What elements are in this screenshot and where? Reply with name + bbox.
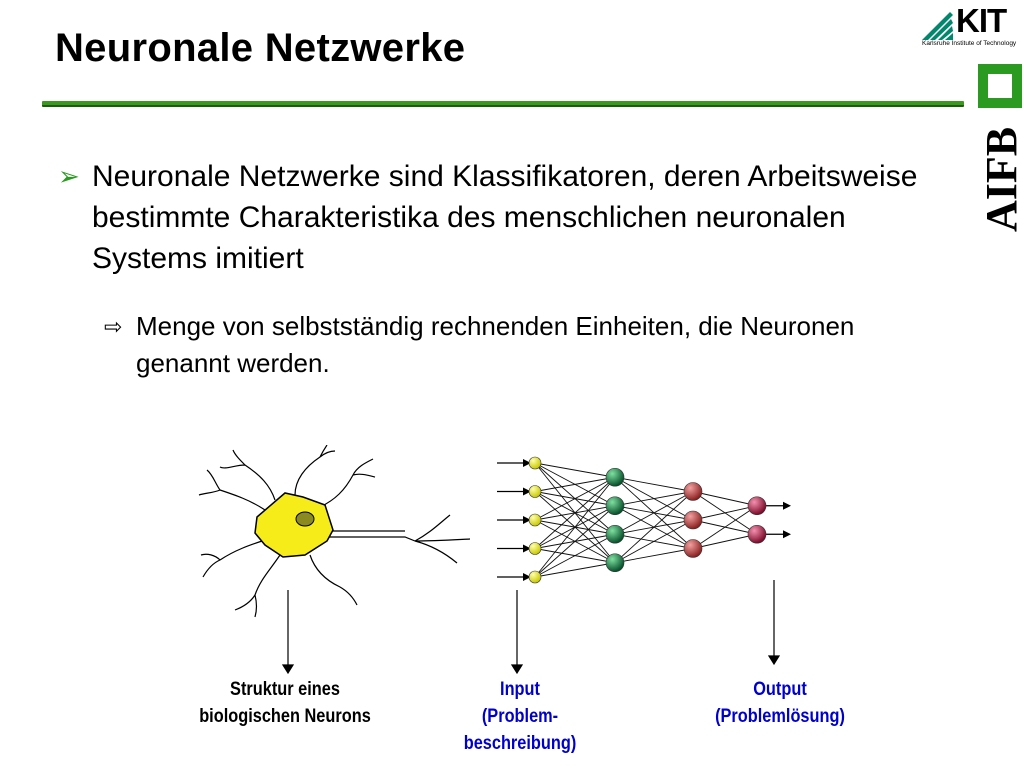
caption-neuron: Struktur eines biologischen Neurons [169, 676, 401, 730]
connection-line [534, 533, 616, 578]
kit-logo-text: KIT [956, 2, 1007, 39]
kit-logo-icon [922, 12, 953, 40]
neuron-nucleus [295, 511, 315, 527]
bullet-level2: ⇨ Menge von selbstständig rechnenden Ein… [104, 308, 944, 382]
caption-input-line1: Input [500, 679, 540, 700]
neuron-network-diagram [198, 445, 791, 675]
title-divider [42, 101, 964, 107]
hollow-arrow-bullet-icon: ⇨ [104, 314, 123, 339]
caption-pointers [281, 580, 781, 675]
hidden2-node [683, 482, 703, 501]
connection-line [692, 533, 758, 549]
connection-line [614, 491, 694, 535]
caption-neuron-line1: Struktur eines [230, 679, 340, 700]
caption-input-line3: beschreibung) [463, 733, 577, 754]
hidden2-node [683, 510, 703, 530]
input-arrowhead [523, 544, 531, 553]
connection-line [614, 491, 694, 564]
input-arrowhead [523, 516, 531, 524]
input-arrowhead [523, 573, 531, 581]
svg-text:AIFB: AIFB [977, 127, 1024, 232]
input-arrowhead [523, 459, 531, 467]
hidden2-node [683, 539, 703, 558]
input-node [528, 485, 542, 498]
connection-line [534, 476, 616, 549]
output-node [747, 524, 767, 544]
bullet-level1: ➢ Neuronale Netzwerke sind Klassifikator… [58, 156, 928, 279]
connection-line [692, 505, 758, 521]
bullet-level2-text: Menge von selbstständig rechnenden Einhe… [136, 311, 855, 378]
input-arrowhead [523, 487, 531, 496]
arrow-bullet-icon: ➢ [58, 161, 80, 191]
connection-line [534, 505, 616, 578]
output-node [747, 496, 767, 516]
kit-logo-subtitle: Karlsruhe Institute of Technology [922, 40, 1017, 47]
connection-line [614, 548, 694, 564]
caption-output: Output (Problemlösung) [694, 676, 866, 730]
output-arrowhead [783, 530, 791, 539]
connection-line [534, 476, 616, 578]
connection-line [614, 519, 694, 564]
connection-line [614, 491, 694, 507]
connection-line [534, 476, 616, 492]
caption-output-line2: (Problemlösung) [715, 706, 845, 727]
connection-line [692, 491, 758, 507]
aifb-logo-icon: AIFB [977, 64, 1024, 232]
hidden1-node [605, 553, 625, 573]
hidden1-node [605, 524, 625, 544]
input-node [528, 456, 542, 470]
connection-line [692, 505, 758, 549]
network-graph [497, 456, 791, 584]
hidden1-node [605, 467, 625, 487]
connection-line [534, 462, 616, 478]
bullet-level1-text: Neuronale Netzwerke sind Klassifikatoren… [92, 160, 918, 275]
input-node [528, 513, 542, 527]
caption-neuron-line2: biologischen Neurons [199, 706, 371, 727]
caption-input-line2: (Problem- [481, 706, 559, 727]
connection-line [534, 562, 616, 578]
slide-title: Neuronale Netzwerke [55, 26, 466, 70]
caption-input: Input (Problem- beschreibung) [434, 676, 606, 757]
connection-line [614, 476, 694, 492]
input-node [528, 542, 542, 555]
hidden1-node [605, 496, 625, 516]
neuron-soma [254, 492, 334, 558]
output-arrowhead [783, 501, 791, 510]
biological-neuron-icon [198, 445, 471, 618]
connection-line [534, 476, 616, 521]
input-node [528, 570, 542, 584]
caption-output-line1: Output [753, 679, 807, 700]
